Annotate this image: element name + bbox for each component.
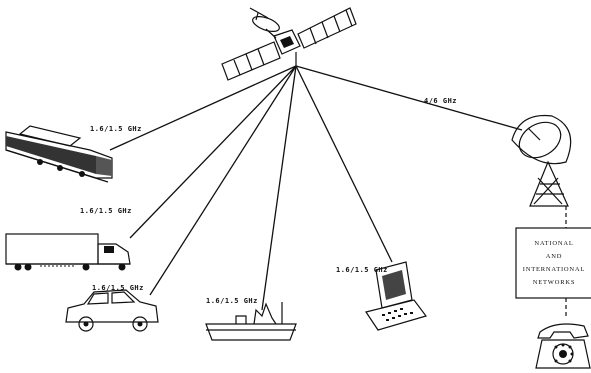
networks-line-2: AND <box>546 253 562 260</box>
link-line-car <box>149 65 297 296</box>
networks-line-4: NETWORKS <box>533 279 576 286</box>
link-line-earth-station <box>295 65 523 131</box>
link-line-truck <box>129 65 297 239</box>
train-icon <box>5 125 113 183</box>
link-label-car: 1.6/1.5 GHz <box>92 284 144 292</box>
ship-icon <box>205 302 297 341</box>
link-label-terminal: 1.6/1.5 GHz <box>336 266 388 274</box>
networks-line-1: NATIONAL <box>534 240 573 247</box>
computer-terminal-icon <box>365 261 427 331</box>
truck-icon <box>5 233 131 271</box>
satellite-dish-icon <box>511 114 572 228</box>
link-line-ship <box>261 65 297 311</box>
link-label-truck: 1.6/1.5 GHz <box>80 207 132 215</box>
link-label-ship: 1.6/1.5 GHz <box>206 297 258 305</box>
networks-line-3: INTERNATIONAL <box>523 266 585 273</box>
link-label-train: 1.6/1.5 GHz <box>90 125 142 133</box>
link-line-train <box>109 65 297 151</box>
link-label-earth-station: 4/6 GHz <box>424 97 457 105</box>
link-line-terminal <box>295 65 393 263</box>
telephone-icon <box>535 323 591 369</box>
car-icon <box>65 289 159 332</box>
networks-box: NATIONAL AND INTERNATIONAL NETWORKS <box>515 227 591 299</box>
satellite-icon <box>221 7 357 81</box>
link-lines <box>109 65 523 311</box>
